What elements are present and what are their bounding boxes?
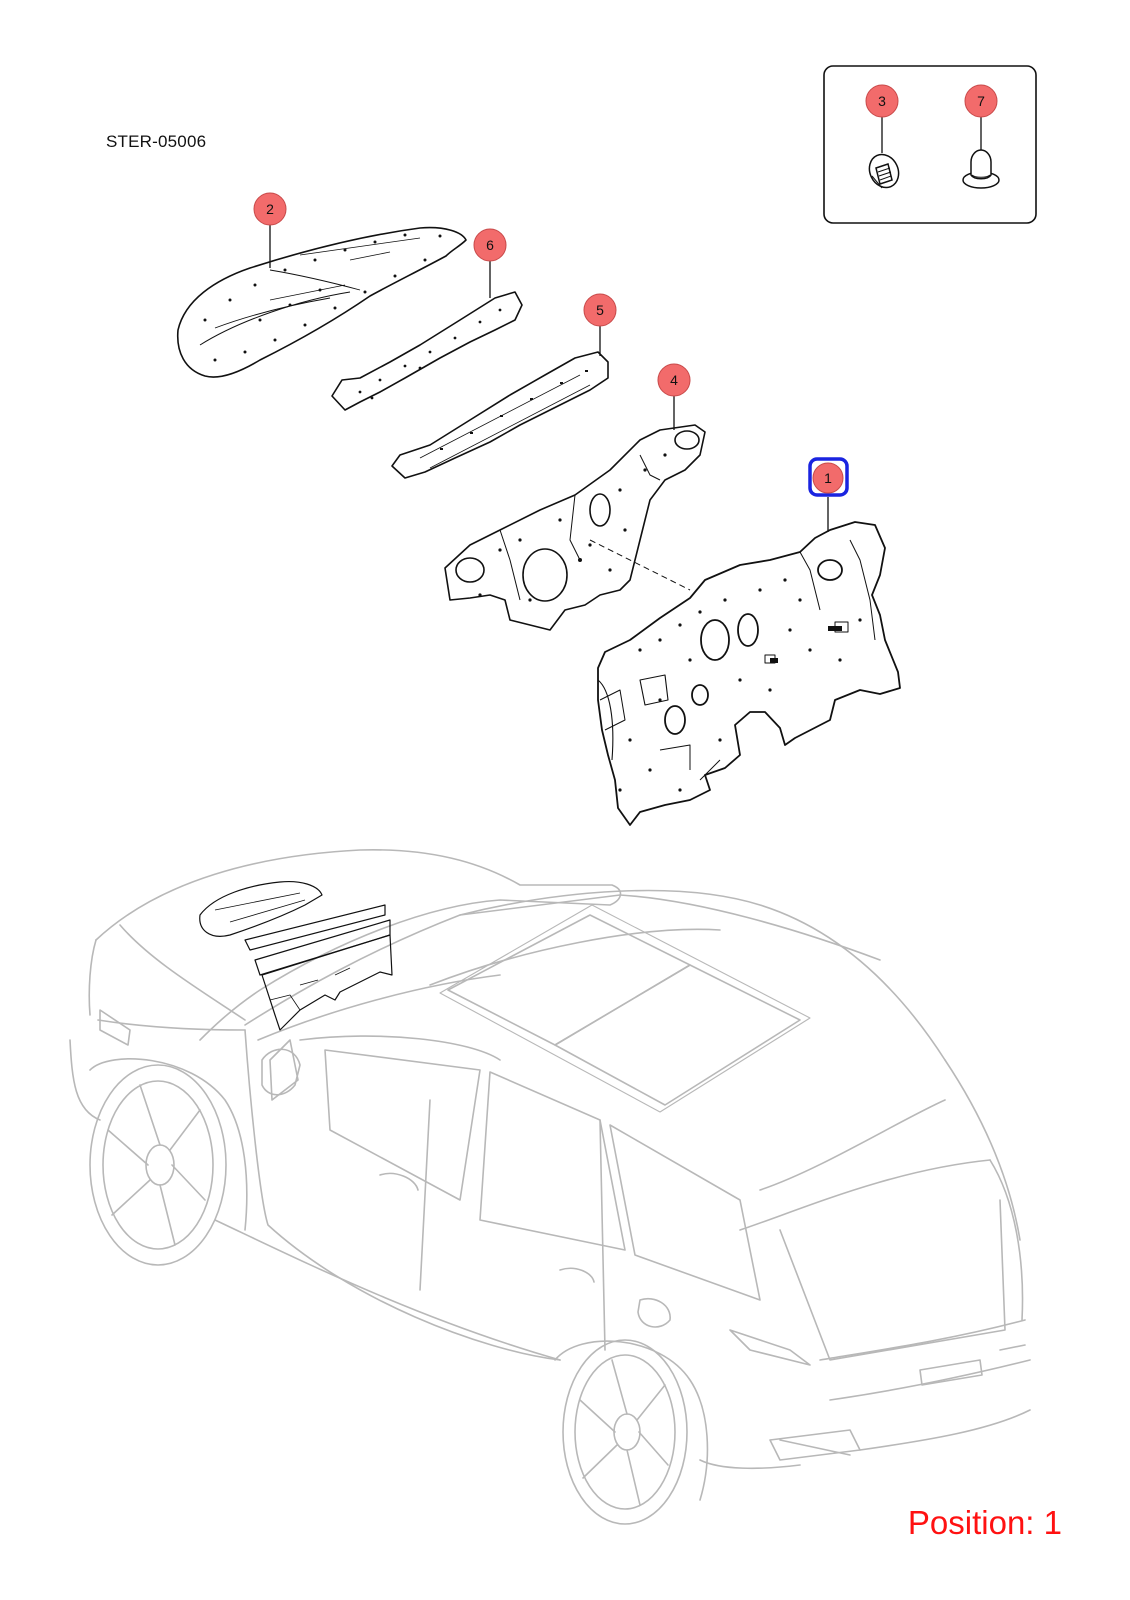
callout-3-label: 3 bbox=[878, 93, 886, 109]
callout-5[interactable]: 5 bbox=[583, 293, 617, 327]
callout-4[interactable]: 4 bbox=[657, 363, 691, 397]
vehicle-installed-parts bbox=[199, 880, 393, 1031]
vehicle-outline bbox=[69, 849, 1031, 1525]
callout-7-bubble[interactable] bbox=[964, 84, 998, 118]
callout-2-label: 2 bbox=[266, 201, 274, 217]
callout-2[interactable]: 2 bbox=[253, 192, 287, 226]
part-cowl-seal-strip[interactable] bbox=[391, 351, 609, 479]
callout-4-bubble[interactable] bbox=[657, 363, 691, 397]
assembly-leader-dashed bbox=[589, 539, 691, 591]
callout-1-label: 1 bbox=[824, 470, 832, 486]
callout-leaders bbox=[269, 117, 982, 532]
part-dash-insulator-upper[interactable] bbox=[444, 424, 706, 631]
callout-6[interactable]: 6 bbox=[473, 228, 507, 262]
diagram-code: STER-05006 bbox=[106, 132, 207, 151]
position-label: Position: 1 bbox=[907, 1504, 1062, 1541]
part-hood-insulator[interactable] bbox=[176, 226, 467, 378]
callout-2-bubble[interactable] bbox=[253, 192, 287, 226]
part-cowl-panel-strip[interactable] bbox=[331, 291, 523, 411]
callout-3-bubble[interactable] bbox=[865, 84, 899, 118]
part-dash-insulator-main[interactable] bbox=[597, 521, 901, 826]
callout-4-label: 4 bbox=[670, 372, 678, 388]
small-parts-inset bbox=[823, 65, 1037, 224]
callout-7[interactable]: 7 bbox=[964, 84, 998, 118]
callout-1-bubble[interactable] bbox=[812, 462, 844, 494]
callout-5-bubble[interactable] bbox=[583, 293, 617, 327]
callout-5-label: 5 bbox=[596, 302, 604, 318]
selected-callout-outline bbox=[808, 457, 849, 497]
part-push-pin-retainer[interactable] bbox=[962, 149, 1000, 189]
part-clip-fastener[interactable] bbox=[864, 150, 904, 193]
callout-7-label: 7 bbox=[977, 93, 985, 109]
callout-6-label: 6 bbox=[486, 237, 494, 253]
callout-6-bubble[interactable] bbox=[473, 228, 507, 262]
callout-1[interactable]: 1 bbox=[808, 457, 849, 497]
callout-3[interactable]: 3 bbox=[865, 84, 899, 118]
